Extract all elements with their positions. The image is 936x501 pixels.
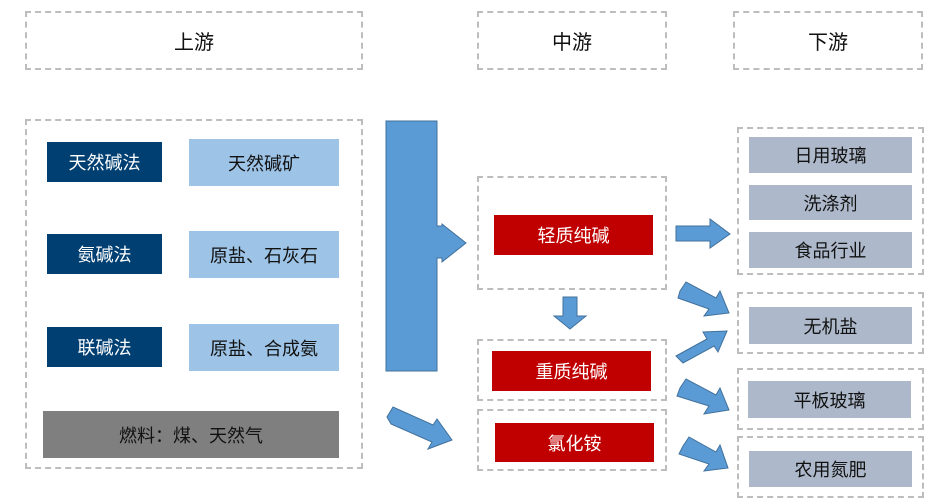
dense-soda-to-flat-glass-arrow <box>676 378 730 415</box>
product-ammonium-chloride: 氯化铵 <box>495 423 654 462</box>
use-label: 洗涤剂 <box>803 193 858 215</box>
use-nitrogen-fertilizer: 农用氮肥 <box>749 451 912 487</box>
product-light-soda-ash: 轻质纯碱 <box>494 215 653 255</box>
material-label: 天然碱矿 <box>228 153 300 175</box>
method-ammonia-soda: 氨碱法 <box>47 234 162 274</box>
material-label: 原盐、石灰石 <box>210 245 318 267</box>
upstream-container <box>25 119 363 469</box>
header-upstream-label: 上游 <box>174 30 214 54</box>
product-label: 氯化铵 <box>547 433 602 455</box>
method-joint-soda: 联碱法 <box>47 327 162 367</box>
fuel-to-ammonium-chloride-arrow <box>386 406 453 450</box>
dense-soda-container <box>477 339 667 401</box>
method-label: 天然碱法 <box>68 153 141 174</box>
material-salt-limestone: 原盐、石灰石 <box>189 231 339 278</box>
fertilizer-container <box>737 436 924 498</box>
light-soda-to-inorganic-salt-arrow <box>677 281 730 317</box>
header-upstream: 上游 <box>25 11 363 70</box>
light-to-dense-soda-arrow <box>552 296 588 330</box>
inorganic-salt-container <box>737 292 924 354</box>
light-soda-to-uses-arrow <box>675 218 731 249</box>
header-midstream-label: 中游 <box>552 30 592 54</box>
header-midstream: 中游 <box>477 11 667 70</box>
dense-soda-to-inorganic-salt-arrow <box>675 330 728 364</box>
use-daily-glass: 日用玻璃 <box>749 137 912 173</box>
method-natural-soda: 天然碱法 <box>47 142 162 182</box>
use-food-industry: 食品行业 <box>749 232 912 268</box>
use-inorganic-salt: 无机盐 <box>749 307 912 344</box>
use-label: 无机盐 <box>803 316 858 338</box>
header-downstream-label: 下游 <box>808 30 848 54</box>
upstream-to-light-soda-arrow <box>385 120 438 228</box>
use-label: 平板玻璃 <box>793 390 866 412</box>
light-soda-container <box>477 176 667 290</box>
method-label: 联碱法 <box>77 338 132 359</box>
use-label: 日用玻璃 <box>794 146 867 167</box>
flat-glass-container <box>737 368 924 430</box>
material-label: 原盐、合成氨 <box>210 338 318 360</box>
use-flat-glass: 平板玻璃 <box>748 381 911 418</box>
use-label: 农用氮肥 <box>794 460 867 481</box>
product-label: 重质纯碱 <box>535 362 608 383</box>
fuel-label: 燃料：煤、天然气 <box>119 425 263 447</box>
product-label: 轻质纯碱 <box>537 226 610 247</box>
ammonium-chloride-container <box>477 409 667 471</box>
header-downstream: 下游 <box>733 11 923 70</box>
material-natural-soda-ore: 天然碱矿 <box>189 139 339 186</box>
product-dense-soda-ash: 重质纯碱 <box>492 351 651 391</box>
method-label: 氨碱法 <box>77 245 132 266</box>
fuel-box: 燃料：煤、天然气 <box>43 411 339 458</box>
use-label: 食品行业 <box>794 241 867 262</box>
light-soda-uses-container <box>737 127 924 275</box>
use-detergent: 洗涤剂 <box>749 185 912 220</box>
ammonium-chloride-to-fertilizer-arrow <box>678 436 729 472</box>
material-salt-synthetic-ammonia: 原盐、合成氨 <box>189 324 339 371</box>
upstream-big-arrow <box>385 120 467 372</box>
